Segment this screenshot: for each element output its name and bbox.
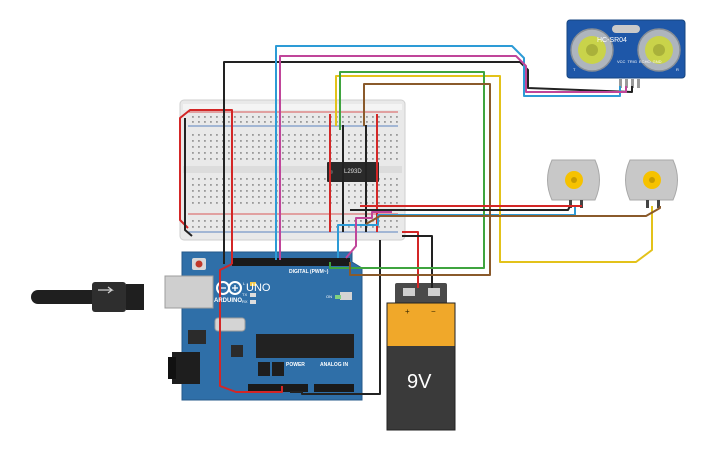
ultrasonic-sensor	[566, 19, 686, 88]
arduino-model: UNO	[246, 282, 271, 294]
dc-motor-left	[547, 159, 600, 208]
crystal-oscillator	[214, 317, 246, 332]
wire-black	[290, 240, 381, 395]
wire-brown	[349, 83, 491, 276]
battery-plus-label: +	[405, 307, 410, 316]
usb-cable	[31, 282, 144, 312]
driver-label: L293D	[344, 169, 362, 175]
wire-red	[402, 231, 419, 288]
battery-9v	[386, 283, 456, 431]
battery-terminal-positive	[403, 288, 415, 296]
wire-black	[223, 61, 633, 264]
wire-black	[402, 235, 433, 288]
power-header	[248, 384, 308, 392]
arduino-logo-text: ARDUINO	[214, 298, 242, 304]
digital-header	[232, 258, 350, 266]
led-l	[250, 282, 256, 286]
led-rx-label: RX	[242, 299, 248, 304]
led-tx-label: TX	[242, 292, 248, 297]
sensor-pin-gnd: GND	[652, 59, 662, 64]
voltage-regulator	[188, 330, 206, 344]
battery-label: 9V	[407, 371, 432, 393]
wire-red	[179, 109, 233, 264]
dc-power-jack	[172, 352, 200, 384]
led-l-label: L	[243, 281, 246, 286]
wire-green	[329, 71, 485, 269]
atmega-chip	[256, 334, 354, 358]
led-on	[335, 295, 341, 299]
analog-label: ANALOG IN	[320, 362, 349, 368]
sensor-label: HC-SR04	[597, 37, 627, 44]
wire-blue	[275, 45, 621, 260]
wire-pink	[345, 211, 392, 259]
wires	[179, 45, 661, 395]
sensor-mark-left: T	[573, 67, 576, 72]
wire-red	[219, 263, 283, 393]
sensor-crystal	[612, 25, 640, 33]
digital-label: DIGITAL (PWM~)	[289, 269, 329, 275]
wire-brown	[365, 206, 661, 225]
battery-minus-label: −	[431, 307, 436, 316]
led-tx	[250, 293, 256, 297]
sensor-pin-echo: ECHO	[639, 59, 651, 64]
wire-blue	[337, 206, 576, 258]
sensor-mark-right: R	[676, 67, 679, 72]
analog-header	[314, 384, 354, 392]
wire-pink	[279, 55, 627, 260]
sensor-pin-vcc: VCC	[617, 59, 626, 64]
battery-terminal-negative	[428, 288, 440, 296]
wire-black	[184, 118, 193, 237]
arduino-logo-icon	[216, 281, 242, 295]
wire-black	[350, 205, 571, 211]
sensor-pin-trig: TRIG	[627, 59, 638, 64]
led-rx	[250, 300, 256, 304]
sensor-pin-labels: VCC TRIG ECHO GND	[617, 60, 661, 64]
usb-port	[164, 275, 214, 309]
led-on-label: ON	[326, 294, 332, 299]
usb-symbol-icon	[98, 286, 114, 294]
wire-yellow	[335, 75, 653, 263]
dc-motor-right	[625, 159, 678, 208]
power-label: POWER	[286, 362, 305, 368]
arduino-uno-board	[164, 251, 363, 401]
breadboard-center-channel	[183, 166, 402, 173]
